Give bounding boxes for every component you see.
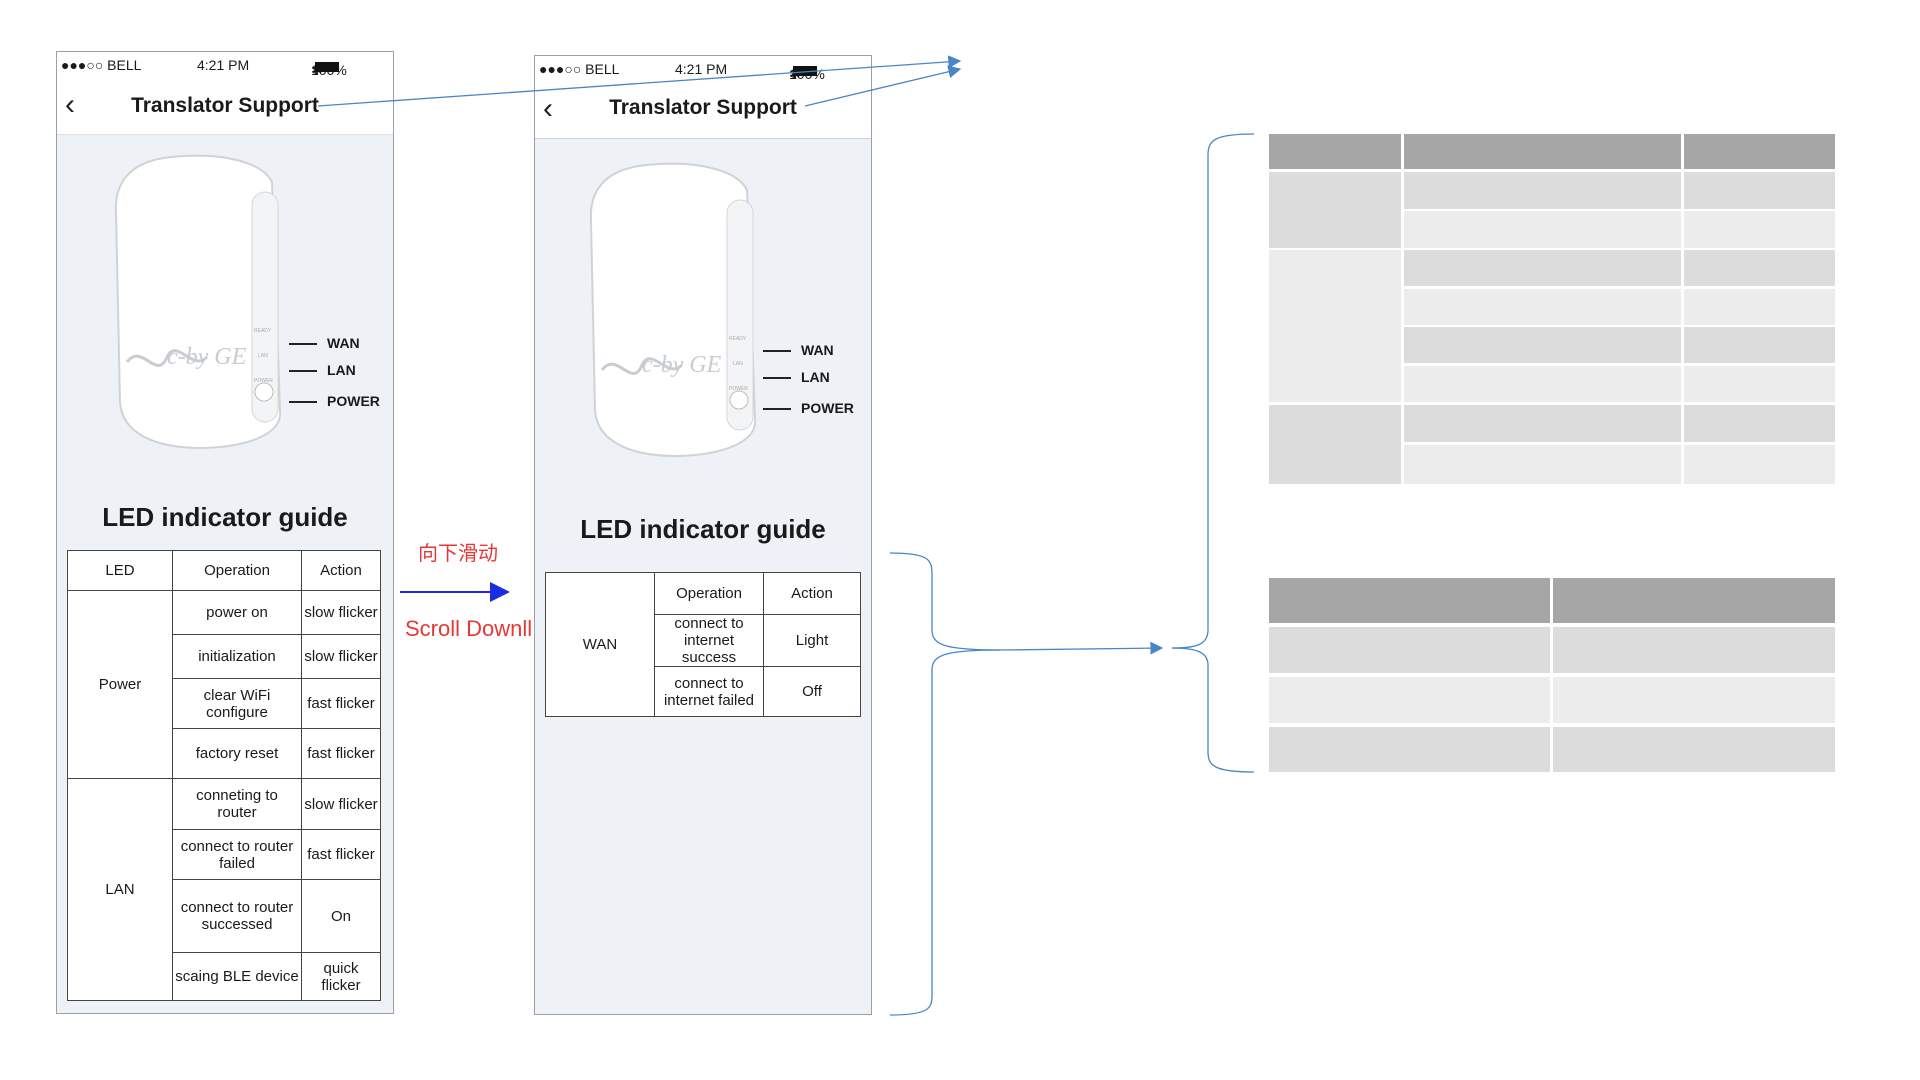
operation-cell: clear WiFi configure [172, 678, 302, 729]
status-time: 4:21 PM [197, 57, 250, 73]
phone-screen-1: ●●●○○ BELL 4:21 PM ✱ 100% ‹ Translator S… [56, 51, 394, 1014]
operation-cell: connect to internet success [654, 614, 764, 667]
brand-logo: c-by GE [642, 352, 722, 378]
back-button[interactable]: ‹ [543, 92, 553, 125]
table-row: factory reset fast flicker [68, 728, 381, 779]
port-label: LAN [258, 353, 268, 359]
brace-connector [889, 552, 1164, 655]
scroll-label-cn: 向下滑动 [418, 543, 498, 565]
table-row: connect to router successed On [68, 879, 381, 953]
led-label-wan: WAN [289, 335, 360, 351]
action-cell: Off [763, 666, 861, 717]
col-header: Action [301, 550, 381, 591]
carrier-signal: ●●●○○ BELL [61, 57, 142, 73]
brace-connector [889, 649, 1001, 1016]
table-row: connect to internet success Light [546, 614, 861, 667]
table-row: clear WiFi configure fast flicker [68, 678, 381, 729]
action-cell: fast flicker [301, 728, 381, 779]
table-row: connect to internet failed Off [546, 666, 861, 717]
scroll-label-en: Scroll Downll [405, 616, 533, 641]
action-cell: quick flicker [301, 952, 381, 1001]
col-header: Operation [654, 572, 764, 615]
placeholder-table-top [1269, 134, 1835, 484]
table-row: initialization slow flicker [68, 634, 381, 679]
led-cell: WAN [545, 572, 655, 717]
brand-logo: c-by GE [167, 344, 247, 370]
page-title: Translator Support [609, 96, 797, 119]
phone-screen-2: ●●●○○ BELL 4:21 PM ✱ 100% ‹ Translator S… [534, 55, 872, 1015]
operation-cell: connect to router successed [172, 879, 302, 953]
table-row: connect to router failed fast flicker [68, 829, 381, 880]
led-table-wan: WAN Operation Action connect to internet… [545, 572, 861, 717]
status-time: 4:21 PM [675, 61, 728, 77]
operation-cell: initialization [172, 634, 302, 679]
title-arrow [317, 55, 962, 107]
led-table-full: LED Operation Action Power power on slow… [67, 550, 381, 1001]
brace-connector [1171, 133, 1255, 649]
port-label: READY [729, 336, 747, 342]
table-row: Power power on slow flicker [67, 590, 381, 779]
port-label: POWER [729, 386, 748, 392]
col-header: Action [763, 572, 861, 615]
port-label: POWER [254, 378, 273, 384]
nav-bar: ‹ Translator Support [57, 80, 393, 135]
operation-cell: scaing BLE device [172, 952, 302, 1001]
battery-icon [315, 62, 339, 72]
action-cell: slow flicker [301, 590, 381, 635]
operation-cell: factory reset [172, 728, 302, 779]
device-image: c-by GE READY LAN POWER [589, 162, 757, 458]
placeholder-table-bottom [1269, 578, 1835, 772]
device-image: c-by GE READY LAN POWER [114, 154, 282, 450]
led-guide-title: LED indicator guide [102, 502, 348, 532]
nav-bar: ‹ Translator Support [535, 84, 871, 139]
port-label: READY [254, 328, 272, 334]
table-row: scaing BLE device quick flicker [68, 952, 381, 1001]
led-label-lan: LAN [763, 369, 830, 385]
operation-cell: power on [172, 590, 302, 635]
status-bar: ●●●○○ BELL 4:21 PM ✱ 100% [57, 52, 393, 80]
battery-icon [793, 66, 817, 76]
action-cell: slow flicker [301, 778, 381, 830]
led-label-lan: LAN [289, 362, 356, 378]
carrier-signal: ●●●○○ BELL [539, 61, 620, 77]
action-cell: On [301, 879, 381, 953]
brace-connector [1171, 647, 1255, 773]
title-arrow [804, 65, 962, 107]
port-label: LAN [733, 361, 743, 367]
led-label-power: POWER [289, 393, 380, 409]
led-label-power: POWER [763, 400, 854, 416]
action-cell: slow flicker [301, 634, 381, 679]
led-cell: LAN [67, 778, 173, 1001]
action-cell: fast flicker [301, 829, 381, 880]
back-button[interactable]: ‹ [65, 88, 75, 121]
led-cell: Power [67, 590, 173, 779]
led-guide-title: LED indicator guide [580, 514, 826, 544]
operation-cell: conneting to router [172, 778, 302, 830]
table-row: LAN conneting to router slow flicker [67, 778, 381, 1001]
led-label-wan: WAN [763, 342, 834, 358]
page-title: Translator Support [131, 94, 319, 117]
